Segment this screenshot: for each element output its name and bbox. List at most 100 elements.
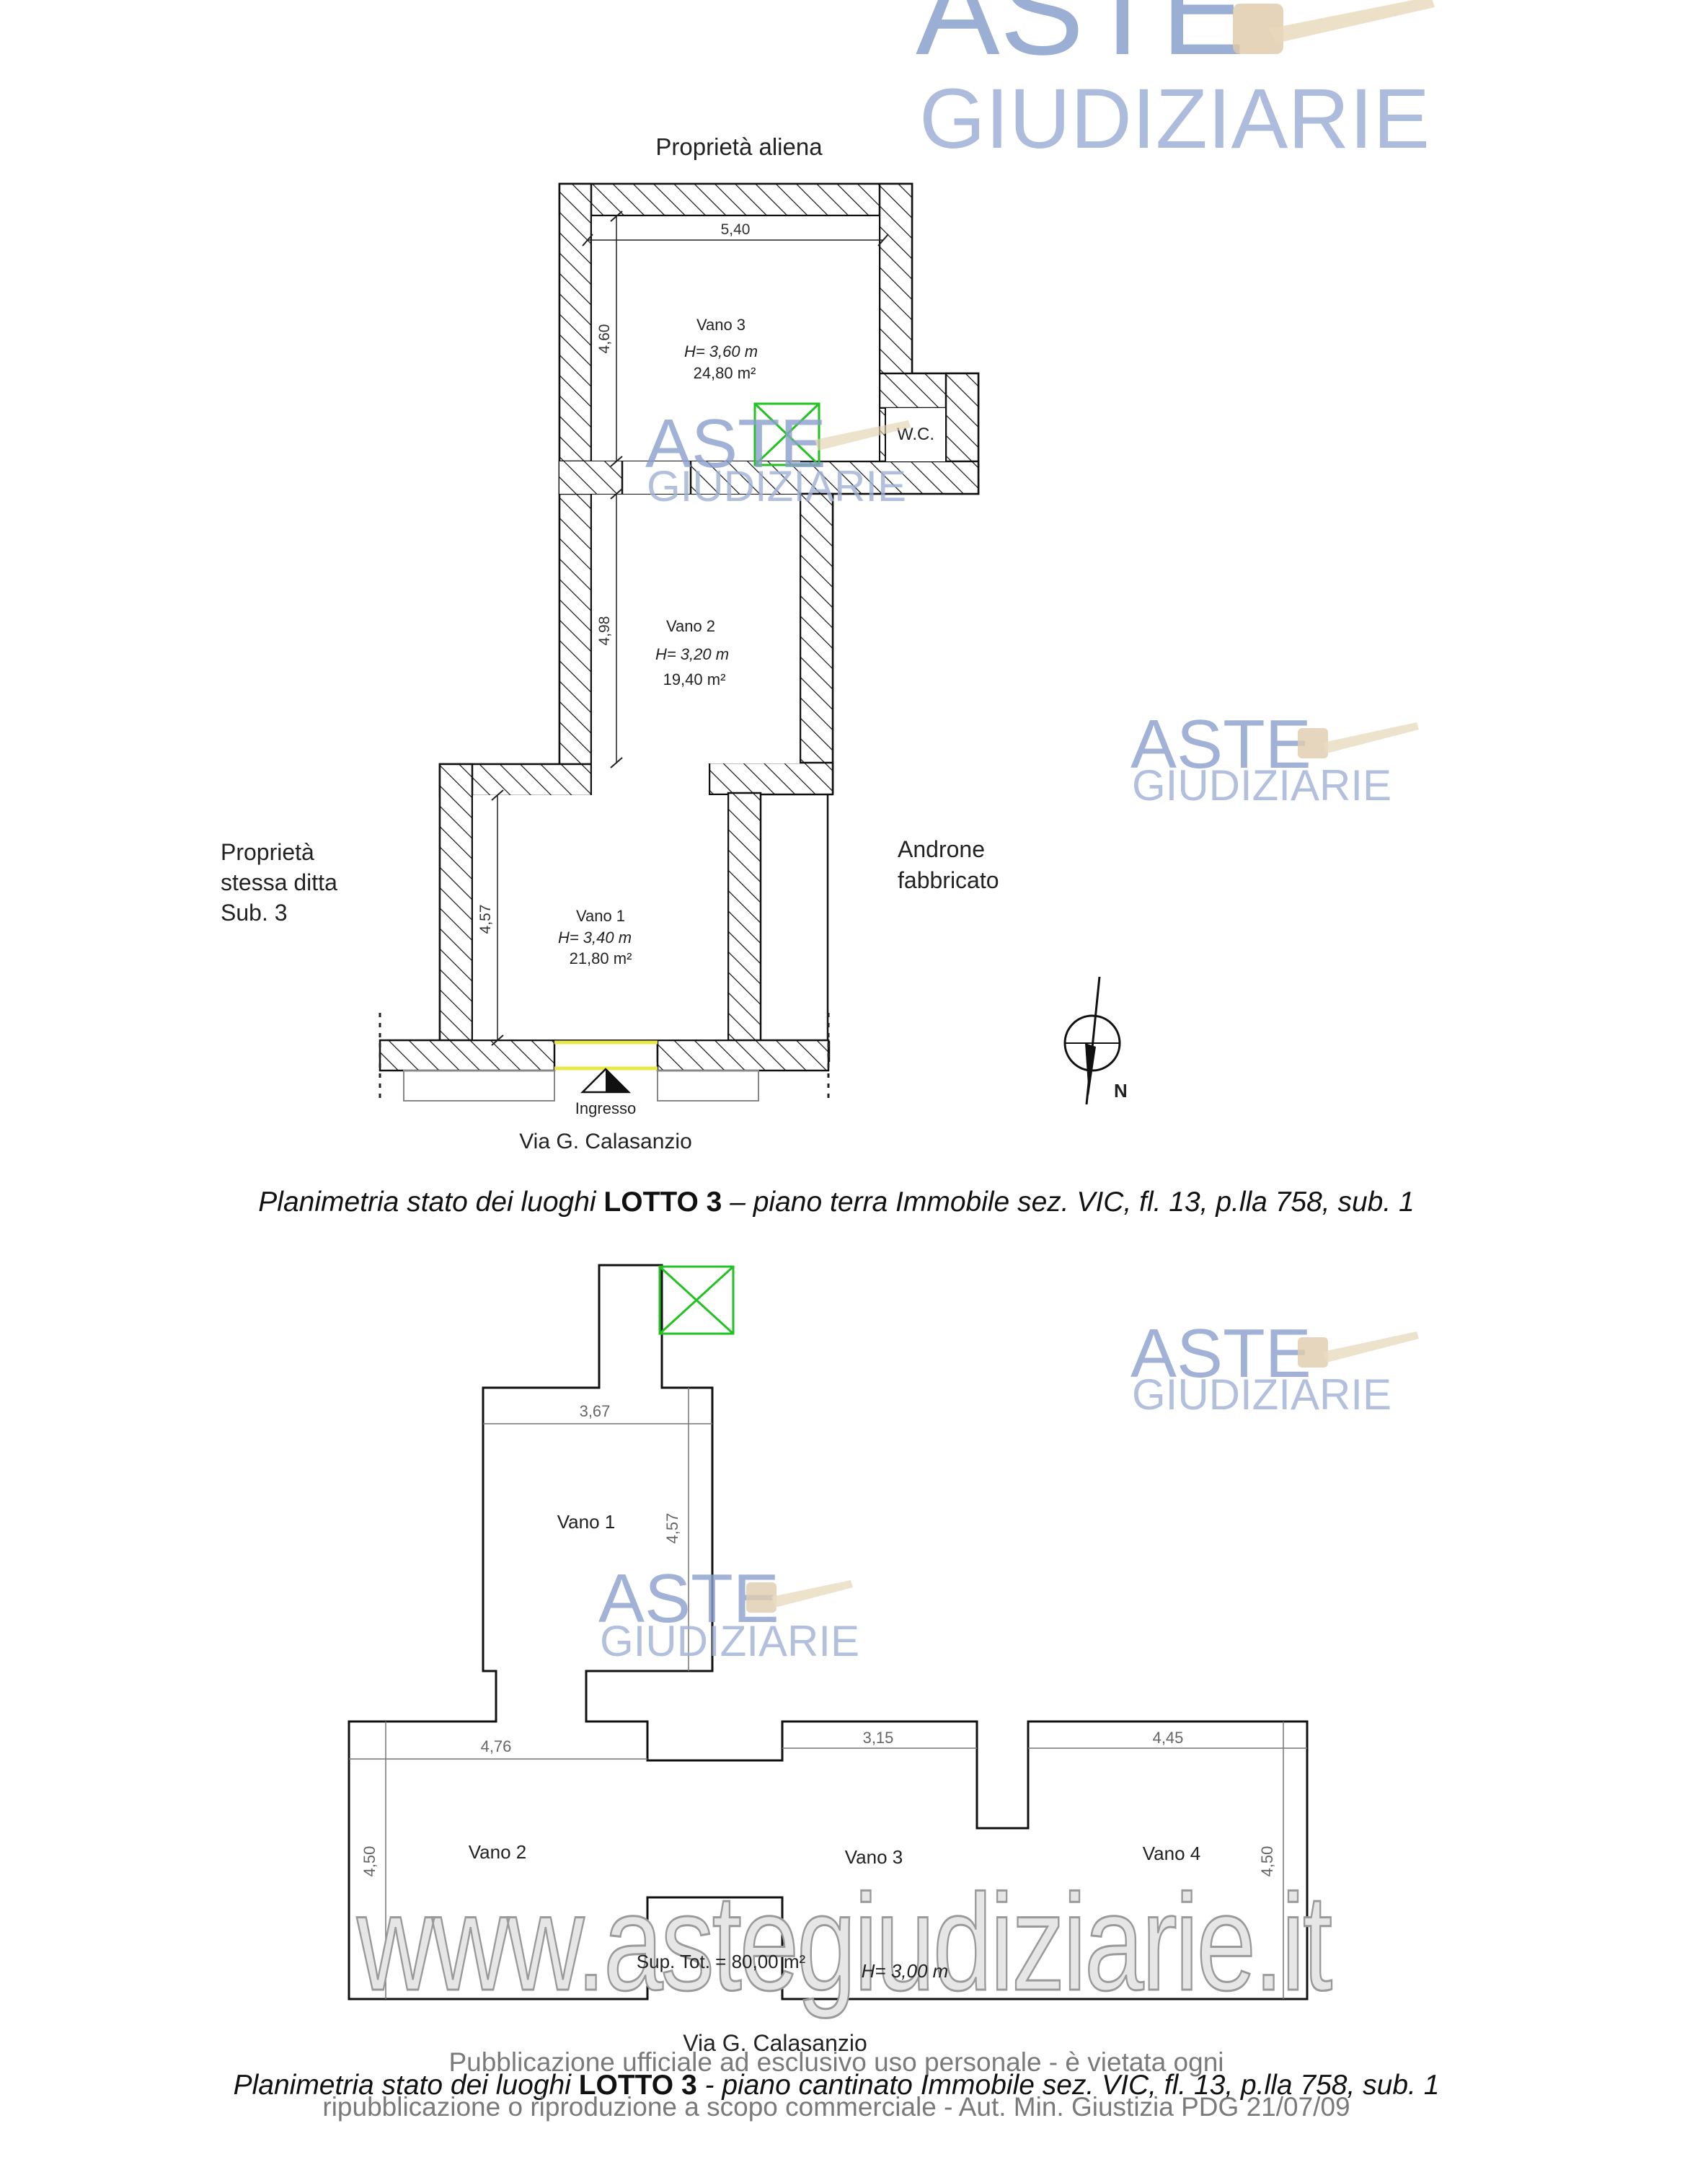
sidewalk-right bbox=[657, 1070, 759, 1102]
dimension-v4-depth: 4,50 bbox=[1258, 1721, 1284, 1999]
svg-text:24,80 m²: 24,80 m² bbox=[694, 364, 756, 382]
dimension-v2-depth: 4,50 bbox=[360, 1721, 386, 1999]
sidewalk-left bbox=[403, 1070, 555, 1102]
street-label: Via G. Calasanzio bbox=[519, 1130, 692, 1153]
dimension-v4-width: 4,45 bbox=[1028, 1729, 1307, 1749]
svg-text:4,60: 4,60 bbox=[596, 324, 613, 354]
skylight-box bbox=[658, 1265, 735, 1335]
publication-notice-line2: ripubblicazione o riproduzione a scopo c… bbox=[322, 2092, 1350, 2122]
svg-text:4,57: 4,57 bbox=[663, 1513, 681, 1544]
dimension-v1-width: 3,67 bbox=[483, 1402, 712, 1424]
room-label-vano1: Vano 1 H= 3,40 m 21,80 m² bbox=[558, 907, 632, 967]
entrance-label: Ingresso bbox=[575, 1099, 636, 1117]
dimension-v1-depth: 4,57 bbox=[663, 1388, 689, 1671]
svg-text:Vano 2: Vano 2 bbox=[666, 617, 715, 635]
publication-notice-line1: Pubblicazione ufficiale ad esclusivo uso… bbox=[448, 2047, 1224, 2077]
dimension-vano1-depth: 4,57 bbox=[477, 789, 504, 1046]
dimension-vano2-depth: 4,98 bbox=[596, 488, 623, 768]
svg-text:ASTE: ASTE bbox=[1130, 706, 1311, 783]
caption-basement: Planimetria stato dei luoghi LOTTO 3 - p… bbox=[234, 2070, 1440, 2101]
svg-text:Vano 3: Vano 3 bbox=[696, 316, 745, 334]
basement-plan: 3,67 4,57 4,76 4,50 3,15 4,45 4,50 Vano … bbox=[348, 1264, 1309, 2000]
basement-room-vano4: Vano 4 bbox=[1143, 1843, 1200, 1864]
room-vano3 bbox=[592, 216, 879, 461]
gavel-icon bbox=[815, 420, 911, 451]
svg-text:H= 3,40 m: H= 3,40 m bbox=[558, 929, 632, 947]
skylight-box bbox=[753, 402, 820, 466]
svg-text:GIUDIZIARIE: GIUDIZIARIE bbox=[1132, 1370, 1391, 1419]
svg-text:Sub. 3: Sub. 3 bbox=[221, 900, 288, 926]
svg-text:3,67: 3,67 bbox=[580, 1402, 611, 1420]
svg-text:H= 3,20 m: H= 3,20 m bbox=[655, 645, 729, 663]
svg-text:GIUDIZIARIE: GIUDIZIARIE bbox=[600, 1617, 859, 1665]
basement-room-vano1: Vano 1 bbox=[557, 1511, 615, 1533]
top-neighbor-label: Proprietà aliena bbox=[655, 133, 823, 160]
wall-segment bbox=[558, 182, 913, 217]
gavel-icon bbox=[746, 1580, 853, 1613]
room-label-vano3: Vano 3 H= 3,60 m 24,80 m² bbox=[684, 316, 758, 382]
basement-street-label: Via G. Calasanzio bbox=[683, 2030, 867, 2056]
total-area-label: Sup. Tot. = 80,00 m² bbox=[637, 1951, 806, 1972]
svg-text:fabbricato: fabbricato bbox=[898, 867, 999, 893]
svg-text:N: N bbox=[1114, 1080, 1128, 1102]
svg-text:H= 3,60 m: H= 3,60 m bbox=[684, 342, 758, 360]
aste-watermark-mid: ASTE GIUDIZIARIE bbox=[1130, 706, 1419, 810]
svg-text:Vano 1: Vano 1 bbox=[576, 907, 625, 925]
site-url-watermark: www.astegiudiziarie.it bbox=[356, 1866, 1332, 2019]
svg-text:ASTE: ASTE bbox=[916, 0, 1245, 81]
svg-text:19,40 m²: 19,40 m² bbox=[663, 670, 726, 688]
entrance-arrow-icon bbox=[580, 1068, 632, 1094]
entrance-door bbox=[554, 1040, 658, 1071]
basement-height-label: H= 3,00 m bbox=[862, 1960, 949, 1982]
room-vano2 bbox=[592, 495, 800, 763]
passage bbox=[592, 763, 709, 796]
svg-text:GIUDIZIARIE: GIUDIZIARIE bbox=[919, 71, 1430, 167]
svg-text:Proprietà: Proprietà bbox=[221, 839, 314, 865]
svg-text:3,15: 3,15 bbox=[863, 1729, 894, 1747]
wall-segment bbox=[799, 492, 834, 794]
basement-room-vano3: Vano 3 bbox=[845, 1846, 903, 1868]
svg-text:4,50: 4,50 bbox=[1258, 1846, 1276, 1877]
room-wc bbox=[886, 408, 945, 461]
svg-text:GIUDIZIARIE: GIUDIZIARIE bbox=[647, 462, 906, 510]
wall-segment bbox=[438, 763, 474, 1043]
wall-segment bbox=[379, 1039, 556, 1072]
ground-floor-plan: Proprietà aliena bbox=[221, 133, 1128, 1153]
wall-segment bbox=[727, 792, 762, 1043]
caption-ground-floor: Planimetria stato dei luoghi LOTTO 3 – p… bbox=[258, 1187, 1414, 1218]
aste-watermark-basement: ASTE GIUDIZIARIE bbox=[598, 1560, 859, 1665]
aste-watermark-top: ASTE GIUDIZIARIE bbox=[916, 0, 1435, 167]
dimension-v2-width: 4,76 bbox=[349, 1737, 647, 1760]
basement-outline bbox=[348, 1264, 1309, 2000]
svg-text:4,98: 4,98 bbox=[596, 616, 613, 646]
svg-text:4,76: 4,76 bbox=[481, 1737, 512, 1755]
wall-segment bbox=[708, 761, 834, 796]
svg-text:ASTE: ASTE bbox=[1130, 1315, 1311, 1392]
svg-text:21,80 m²: 21,80 m² bbox=[570, 949, 632, 967]
wall-segment bbox=[656, 1039, 830, 1072]
gavel-icon bbox=[1298, 722, 1419, 758]
svg-text:4,45: 4,45 bbox=[1153, 1729, 1184, 1747]
wall-segment bbox=[878, 182, 913, 378]
aste-watermark-plan: ASTE GIUDIZIARIE bbox=[645, 405, 911, 510]
dimension-width-top: 5,40 bbox=[582, 221, 889, 247]
wall-segment bbox=[558, 492, 593, 766]
dimension-v3-width: 3,15 bbox=[782, 1729, 977, 1749]
wall-segment bbox=[558, 182, 593, 495]
basement-room-vano2: Vano 2 bbox=[469, 1841, 526, 1863]
doorway bbox=[622, 461, 691, 494]
svg-text:5,40: 5,40 bbox=[721, 221, 751, 238]
room-vano1 bbox=[473, 795, 727, 1040]
svg-text:4,57: 4,57 bbox=[477, 905, 494, 934]
svg-text:GIUDIZIARIE: GIUDIZIARIE bbox=[1132, 761, 1391, 810]
right-neighbor-label: Androne fabbricato bbox=[898, 836, 999, 893]
dimension-vano3-depth: 4,60 bbox=[596, 211, 623, 467]
svg-text:stessa ditta: stessa ditta bbox=[221, 869, 337, 895]
left-neighbor-label: Proprietà stessa ditta Sub. 3 bbox=[221, 839, 337, 926]
svg-text:ASTE: ASTE bbox=[645, 405, 826, 482]
room-label-vano2: Vano 2 H= 3,20 m 19,40 m² bbox=[655, 617, 729, 688]
gavel-icon bbox=[1298, 1331, 1419, 1368]
svg-text:Androne: Androne bbox=[898, 836, 985, 862]
north-arrow-icon: N bbox=[1063, 976, 1128, 1105]
